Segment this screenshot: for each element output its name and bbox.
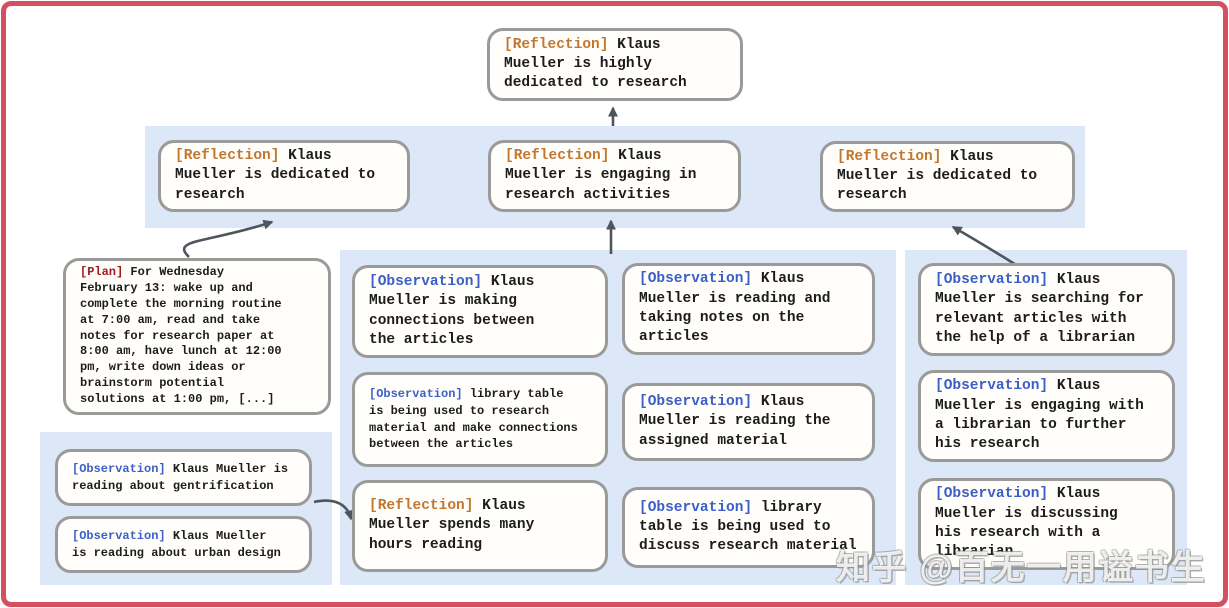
node-text: library table is being used to discuss r… (639, 499, 857, 555)
node-tag: [Observation] (72, 461, 166, 476)
node-text: Klaus Mueller is engaging with a librari… (935, 378, 1144, 453)
node-reflection-root: [Reflection] Klaus Mueller is highly ded… (487, 28, 743, 101)
node-tag: [Reflection] (505, 148, 610, 165)
node-obs-library-discuss: [Observation] library table is being use… (622, 487, 875, 568)
node-tag: [Reflection] (837, 148, 942, 165)
node-text: Klaus Mueller is discussing his research… (935, 486, 1118, 561)
node-obs-connections: [Observation] Klaus Mueller is making co… (352, 265, 608, 358)
node-tag: [Observation] (639, 271, 753, 288)
node-obs-searching-articles: [Observation] Klaus Mueller is searching… (918, 263, 1175, 356)
node-tag: [Observation] (639, 394, 753, 411)
node-tag: [Observation] (935, 486, 1049, 503)
node-text: Klaus Mueller is highly dedicated to res… (504, 36, 687, 92)
node-text: Klaus Mueller is searching for relevant … (935, 271, 1144, 346)
node-text: Klaus Mueller is reading and taking note… (639, 271, 831, 346)
node-obs-discussing-research: [Observation] Klaus Mueller is discussin… (918, 478, 1175, 570)
node-obs-assigned-material: [Observation] Klaus Mueller is reading t… (622, 383, 875, 461)
node-tag: [Observation] (369, 273, 483, 290)
node-reflection-left: [Reflection] Klaus Mueller is dedicated … (158, 140, 410, 212)
node-text: library table is being used to research … (369, 387, 578, 452)
node-text: Klaus Mueller is reading about gentrific… (72, 461, 289, 493)
node-obs-gentrification: [Observation] Klaus Mueller is reading a… (55, 449, 312, 506)
node-obs-library-research: [Observation] library table is being use… (352, 372, 608, 467)
node-text: Klaus Mueller is making connections betw… (369, 273, 535, 348)
node-tag: [Plan] (80, 264, 124, 279)
node-text: Klaus Mueller is reading the assigned ma… (639, 394, 831, 449)
node-text: Klaus Mueller is dedicated to research (175, 148, 376, 203)
node-reflection-hours: [Reflection] Klaus Mueller spends many h… (352, 480, 608, 572)
node-plan: [Plan] For Wednesday February 13: wake u… (63, 258, 331, 415)
node-tag: [Reflection] (175, 148, 280, 165)
node-tag: [Reflection] (504, 36, 609, 53)
node-text: Klaus Mueller is engaging in research ac… (505, 148, 697, 203)
node-obs-urban-design: [Observation] Klaus Mueller is reading a… (55, 516, 312, 573)
node-tag: [Observation] (369, 387, 463, 402)
node-tag: [Observation] (72, 528, 166, 543)
node-text: Klaus Mueller is reading about urban des… (72, 528, 281, 560)
node-text: Klaus Mueller is dedicated to research (837, 148, 1038, 204)
node-tag: [Reflection] (369, 498, 474, 515)
node-text: Klaus Mueller spends many hours reading (369, 498, 535, 553)
node-reflection-mid: [Reflection] Klaus Mueller is engaging i… (488, 140, 741, 212)
node-tag: [Observation] (935, 271, 1049, 288)
node-tag: [Observation] (935, 378, 1049, 395)
node-tag: [Observation] (639, 499, 753, 516)
node-text: For Wednesday February 13: wake up and c… (80, 264, 282, 407)
node-reflection-right: [Reflection] Klaus Mueller is dedicated … (820, 141, 1075, 212)
zhihu-watermark: 知乎 @百无一用谥书生 (836, 549, 1207, 587)
node-obs-taking-notes: [Observation] Klaus Mueller is reading a… (622, 263, 875, 355)
node-obs-engaging-librarian: [Observation] Klaus Mueller is engaging … (918, 370, 1175, 462)
